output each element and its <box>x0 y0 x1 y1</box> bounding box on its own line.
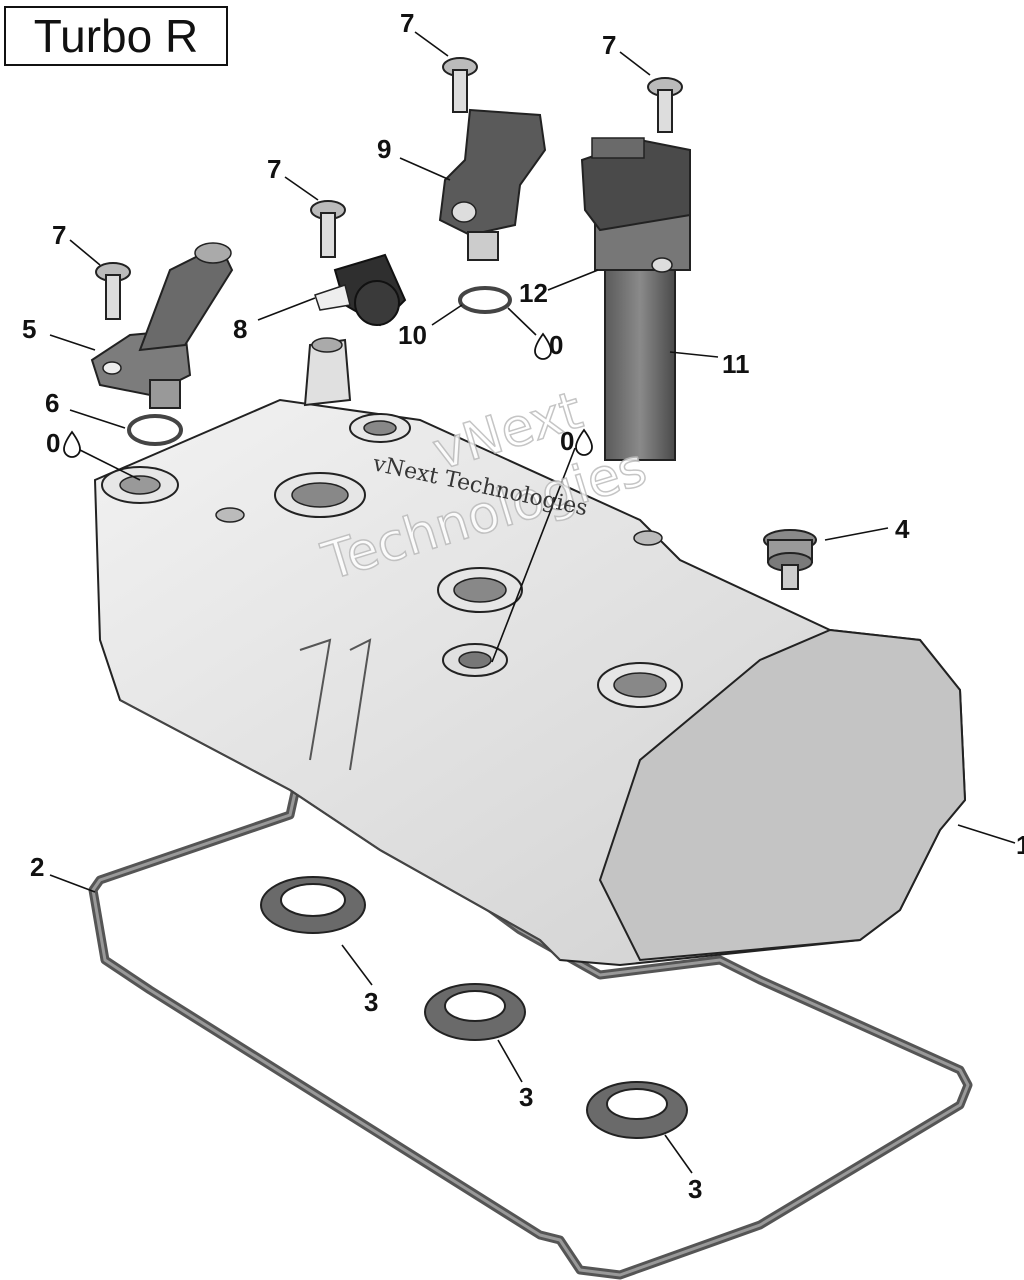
callout-9: 9 <box>377 134 391 164</box>
callout-8: 8 <box>233 314 247 344</box>
model-label: Turbo R <box>4 6 228 66</box>
oil-drop-icon <box>575 428 593 456</box>
oil-callout: 0 <box>560 426 574 456</box>
callout-5: 5 <box>22 314 36 344</box>
callout-7: 7 <box>52 220 66 250</box>
oil-drop-icon <box>534 332 552 360</box>
o-ring <box>127 414 183 446</box>
o-ring <box>458 286 512 314</box>
oil-callout: 0 <box>46 428 60 458</box>
callout-3: 3 <box>688 1174 702 1204</box>
callout-10: 10 <box>398 320 427 350</box>
valve-cover <box>93 337 967 967</box>
camshaft-sensor <box>438 108 547 261</box>
screw <box>442 57 478 113</box>
callout-7: 7 <box>267 154 281 184</box>
callout-6: 6 <box>45 388 59 418</box>
callout-12: 12 <box>519 278 548 308</box>
sensor-clip <box>314 253 407 327</box>
spark-plug-seal <box>260 876 366 934</box>
leader-lines <box>49 31 1016 1174</box>
spark-plug-seal <box>586 1081 688 1139</box>
coolant-fitting <box>90 242 234 409</box>
screw <box>95 262 131 320</box>
breather-plug <box>763 529 817 590</box>
oil-callout: 0 <box>549 330 563 360</box>
callout-1: 1 <box>1016 830 1024 860</box>
callout-3: 3 <box>364 987 378 1017</box>
spark-plug-seal <box>424 983 526 1041</box>
ignition-coil <box>580 137 691 461</box>
callout-3: 3 <box>519 1082 533 1112</box>
callout-7: 7 <box>400 8 414 38</box>
callout-4: 4 <box>895 514 910 544</box>
oil-drop-icon <box>63 430 81 458</box>
callout-2: 2 <box>30 852 44 882</box>
callout-7: 7 <box>602 30 616 60</box>
screw <box>310 200 346 258</box>
callout-11: 11 <box>722 349 750 379</box>
screw <box>647 77 683 133</box>
